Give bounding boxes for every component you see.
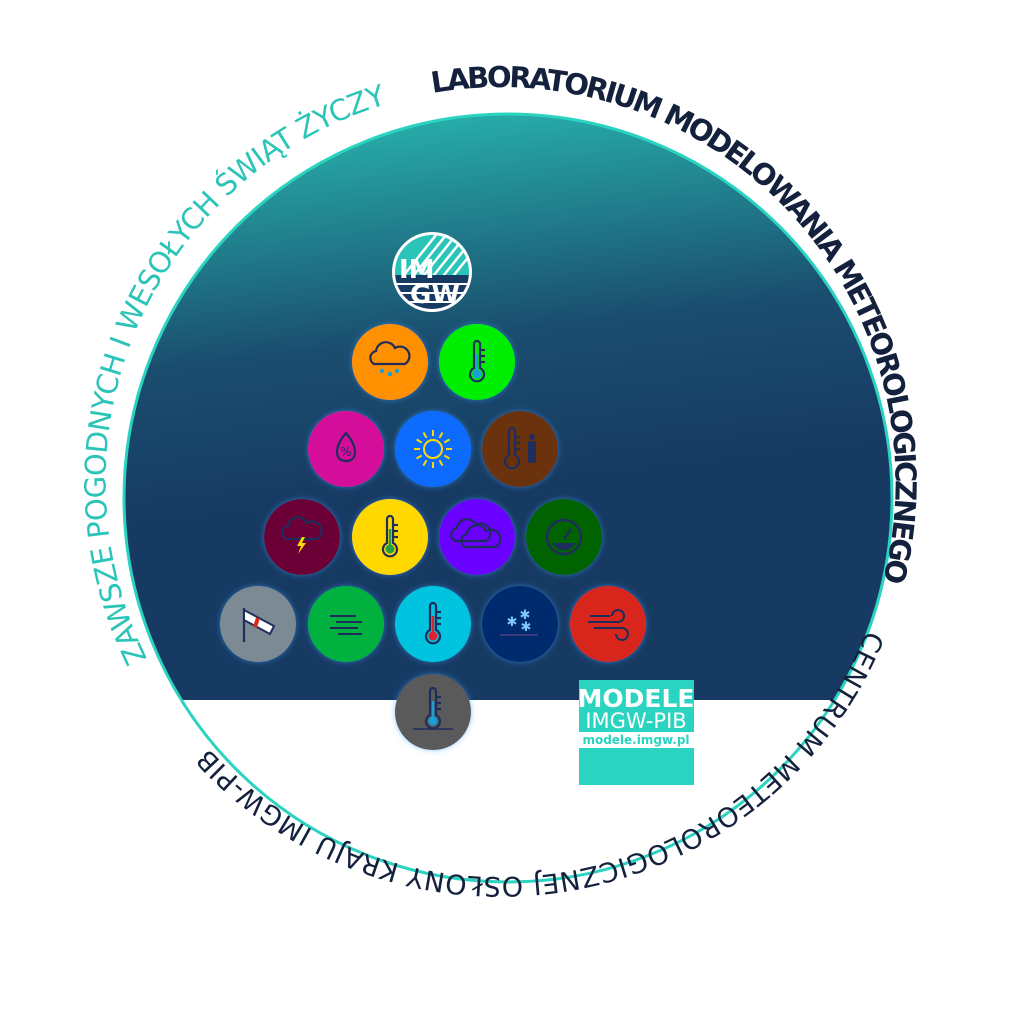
clouds-icon [450, 518, 502, 549]
pressure-gauge-icon [545, 518, 583, 556]
thermometer-hot-icon [424, 601, 442, 645]
storm-cloud-icon [281, 516, 323, 554]
snow-rain-cloud-icon [369, 341, 411, 377]
weather-bubble [570, 586, 646, 662]
svg-text:✱: ✱ [520, 608, 531, 623]
humidity-drop-icon: % [335, 431, 357, 463]
weather-bubble [352, 324, 428, 400]
weather-bubble [395, 411, 471, 487]
sun-icon [414, 430, 452, 468]
fog-icon [330, 615, 362, 635]
weather-bubble [482, 586, 558, 662]
imgw-logo: IM GW [392, 232, 472, 312]
modele-badge[interactable]: MODELE IMGW-PIB modele.imgw.pl [578, 680, 695, 785]
svg-text:GW: GW [410, 280, 460, 310]
badge-subtitle: IMGW-PIB [585, 709, 686, 733]
svg-text:IM: IM [399, 255, 435, 285]
badge-title: MODELE [578, 684, 695, 713]
weather-bubble [308, 411, 384, 487]
feels-like-temperature-icon [503, 426, 536, 470]
ground-thermometer-icon [413, 686, 453, 730]
frame-circle [122, 112, 894, 884]
weather-bubble [439, 499, 515, 575]
windsock-icon [242, 608, 276, 642]
wind-icon [588, 609, 629, 641]
badge-url[interactable]: modele.imgw.pl [582, 733, 689, 747]
snowfall-icon: ✱✱✱ [500, 608, 538, 636]
thermometer-icon [468, 339, 486, 383]
thermometer-icon [381, 514, 399, 558]
weather-bubble [308, 586, 384, 662]
svg-text:✱: ✱ [521, 620, 532, 635]
svg-text:%: % [340, 445, 351, 459]
tree-of-weather-icons: % ✱✱✱ [220, 324, 646, 750]
svg-text:✱: ✱ [507, 615, 518, 630]
